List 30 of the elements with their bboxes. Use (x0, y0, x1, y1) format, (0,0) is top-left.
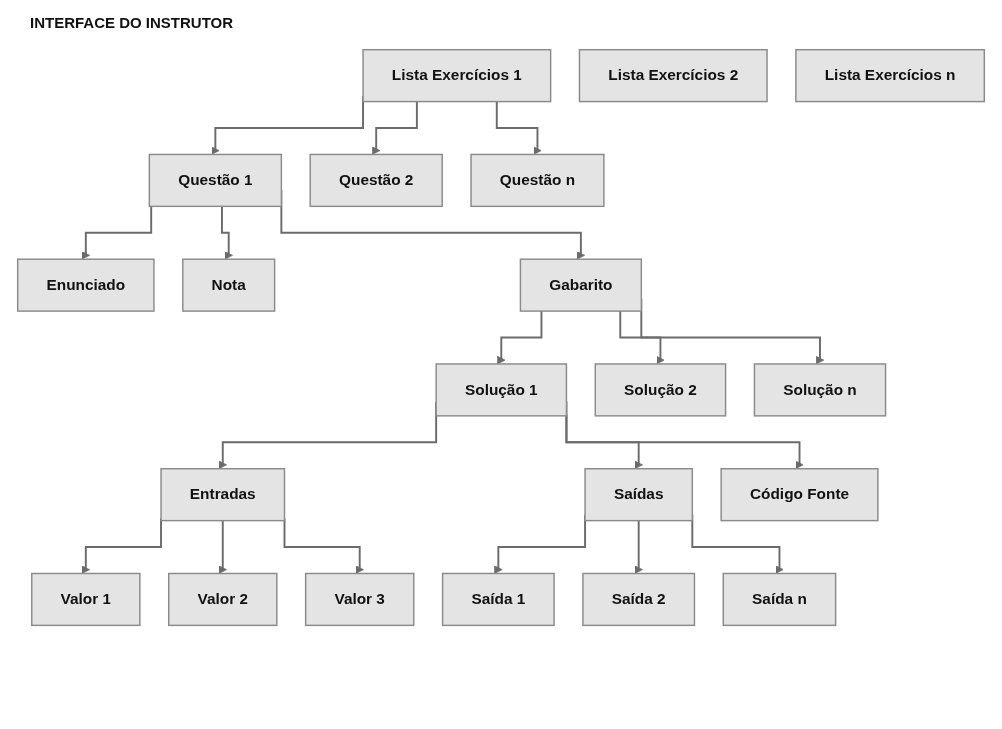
node-box: Lista Exercícios 2 (578, 48, 768, 103)
arrow (218, 519, 227, 574)
arrow (371, 100, 418, 155)
arrow (497, 310, 543, 365)
node-box: Solução n (753, 363, 887, 417)
node-box: Gabarito (519, 258, 643, 312)
node-box: Código Fonte (720, 468, 879, 522)
node-box: Questão 2 (309, 153, 443, 208)
node-box: Valor 2 (168, 572, 278, 627)
node-box: Questão n (470, 153, 605, 208)
node-box: Valor 1 (31, 572, 141, 627)
arrow (81, 205, 153, 260)
node-box: Valor 3 (304, 572, 415, 627)
node-box: Questão 1 (148, 153, 283, 208)
node-box: Solução 1 (435, 363, 568, 417)
diagram-title: INTERFACE DO INSTRUTOR (30, 14, 234, 31)
node-box: Entradas (160, 468, 286, 522)
node-box: Saídas (584, 468, 694, 522)
arrow (619, 310, 665, 365)
arrow (495, 100, 542, 155)
arrow (221, 205, 233, 260)
node-box: Nota (182, 258, 276, 312)
arrow (634, 519, 643, 574)
node-box: Lista Exercícios 1 (362, 48, 552, 103)
node-box: Lista Exercícios n (795, 48, 986, 103)
node-box: Saída 2 (582, 572, 696, 627)
node-box: Solução 2 (594, 363, 727, 417)
node-box: Saída n (722, 572, 837, 627)
node-box: Saída 1 (441, 572, 555, 627)
node-box: Enunciado (16, 258, 155, 312)
